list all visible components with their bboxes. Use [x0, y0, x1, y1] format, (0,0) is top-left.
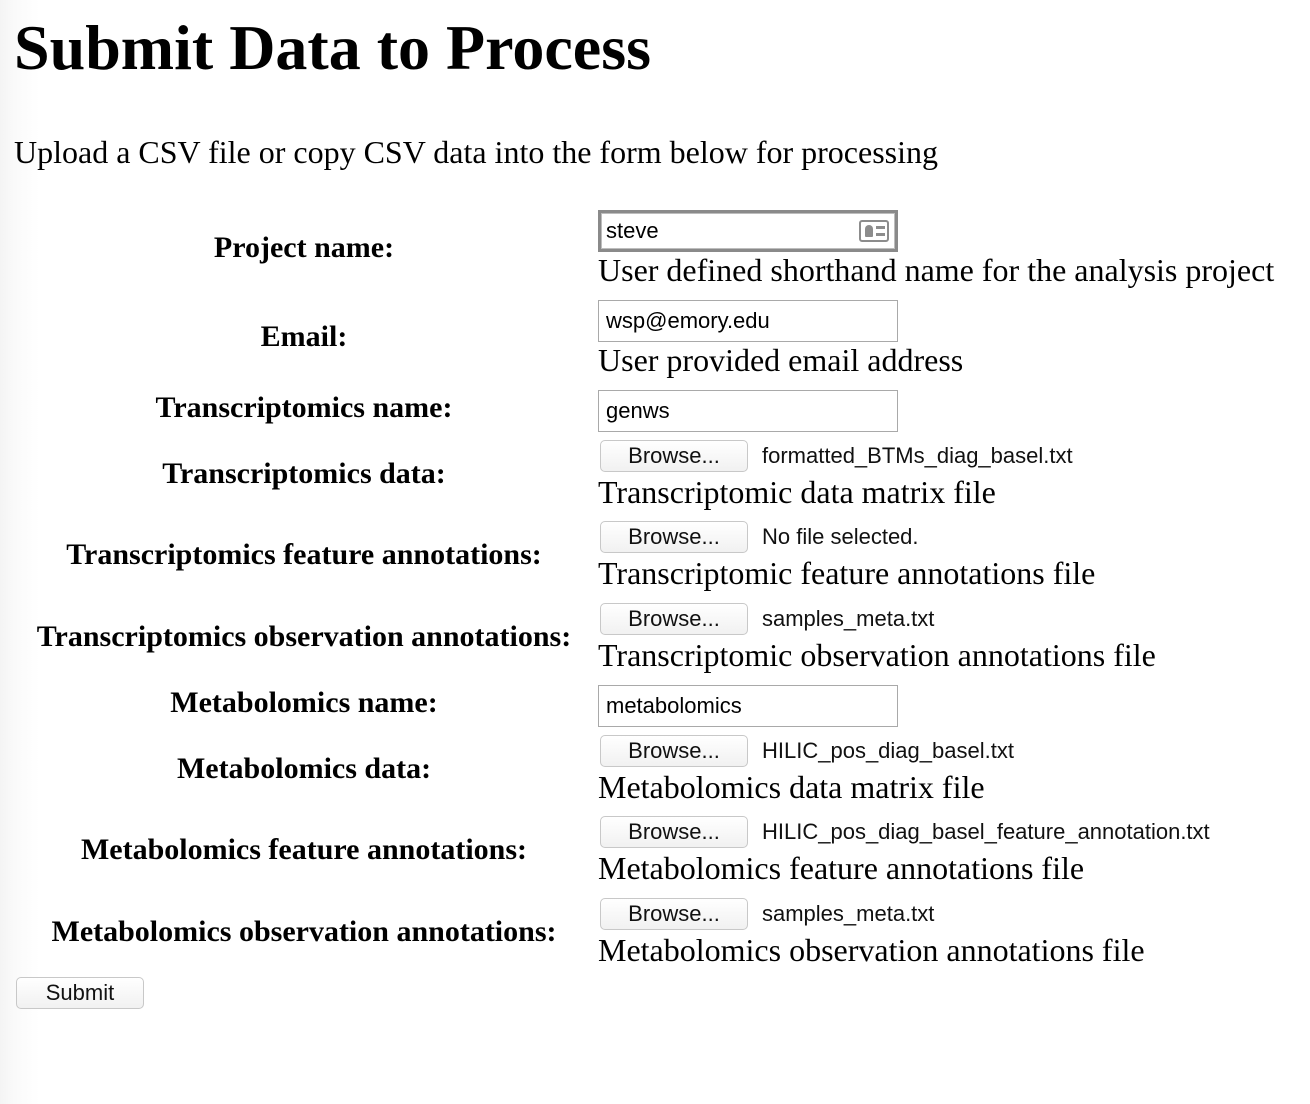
- metabolomics-feature-annotations-help: Metabolomics feature annotations file: [598, 850, 1085, 886]
- project-name-value: steve: [606, 218, 659, 243]
- transcriptomics-data-help: Transcriptomic data matrix file: [598, 474, 996, 510]
- metabolomics-observation-annotations-help: Metabolomics observation annotations fil…: [598, 932, 1145, 968]
- metabolomics-observation-annotations-filename: samples_meta.txt: [762, 901, 935, 926]
- metabolomics-feature-annotations-filename: HILIC_pos_diag_basel_feature_annotation.…: [762, 819, 1210, 844]
- project-name-label: Project name:: [213, 231, 395, 264]
- email-label: Email:: [260, 320, 348, 353]
- transcriptomics-observation-annotations-label: Transcriptomics observation annotations:: [36, 620, 572, 653]
- project-name-input[interactable]: steve: [598, 210, 898, 252]
- project-name-help: User defined shorthand name for the anal…: [598, 252, 1275, 288]
- email-value: wsp@emory.edu: [606, 308, 770, 333]
- page-title: Submit Data to Process: [14, 12, 651, 83]
- transcriptomics-observation-annotations-browse-button[interactable]: Browse...: [600, 603, 748, 635]
- metabolomics-data-browse-button[interactable]: Browse...: [600, 735, 748, 767]
- metabolomics-observation-annotations-browse-button[interactable]: Browse...: [600, 898, 748, 930]
- contact-card-icon[interactable]: [859, 220, 889, 242]
- transcriptomics-feature-annotations-browse-button[interactable]: Browse...: [600, 521, 748, 553]
- metabolomics-data-filename: HILIC_pos_diag_basel.txt: [762, 738, 1014, 763]
- metabolomics-feature-annotations-label: Metabolomics feature annotations:: [80, 833, 528, 866]
- metabolomics-data-help: Metabolomics data matrix file: [598, 769, 985, 805]
- metabolomics-data-label: Metabolomics data:: [176, 752, 432, 785]
- submit-button[interactable]: Submit: [16, 977, 144, 1009]
- metabolomics-name-label: Metabolomics name:: [170, 686, 438, 719]
- transcriptomics-observation-annotations-help: Transcriptomic observation annotations f…: [598, 637, 1156, 673]
- metabolomics-name-value: metabolomics: [606, 693, 742, 718]
- transcriptomics-name-value: genws: [606, 398, 670, 423]
- page-intro: Upload a CSV file or copy CSV data into …: [14, 134, 938, 170]
- transcriptomics-data-label: Transcriptomics data:: [162, 457, 446, 490]
- transcriptomics-data-filename: formatted_BTMs_diag_basel.txt: [762, 443, 1073, 468]
- email-input[interactable]: wsp@emory.edu: [598, 300, 898, 342]
- transcriptomics-name-input[interactable]: genws: [598, 390, 898, 432]
- metabolomics-name-input[interactable]: metabolomics: [598, 685, 898, 727]
- email-help: User provided email address: [598, 342, 964, 378]
- transcriptomics-data-browse-button[interactable]: Browse...: [600, 440, 748, 472]
- metabolomics-observation-annotations-label: Metabolomics observation annotations:: [51, 915, 557, 948]
- transcriptomics-feature-annotations-help: Transcriptomic feature annotations file: [598, 555, 1096, 591]
- transcriptomics-observation-annotations-filename: samples_meta.txt: [762, 606, 935, 631]
- transcriptomics-feature-annotations-label: Transcriptomics feature annotations:: [66, 538, 542, 571]
- transcriptomics-name-label: Transcriptomics name:: [155, 391, 453, 424]
- metabolomics-feature-annotations-browse-button[interactable]: Browse...: [600, 816, 748, 848]
- transcriptomics-feature-annotations-filename: No file selected.: [762, 524, 919, 549]
